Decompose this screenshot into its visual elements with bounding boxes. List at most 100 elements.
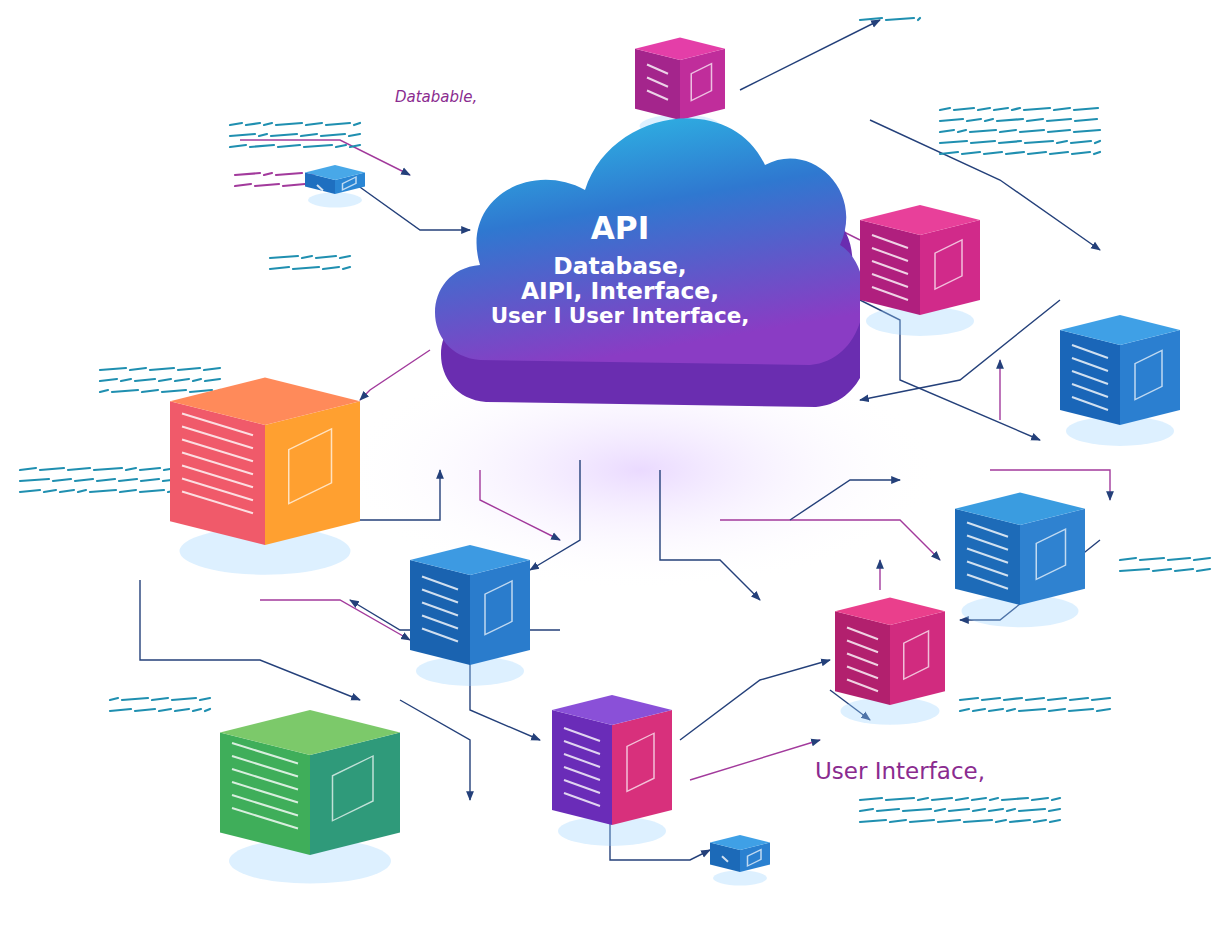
scribble-text bbox=[20, 18, 1210, 822]
scribble-stroke bbox=[1050, 820, 1060, 822]
scribble-stroke bbox=[1020, 130, 1044, 132]
scribble-stroke bbox=[283, 184, 305, 186]
scribble-stroke bbox=[112, 390, 138, 392]
scribble-stroke bbox=[989, 809, 1003, 811]
scribble-stroke bbox=[306, 123, 322, 125]
scribble-stroke bbox=[1007, 709, 1015, 711]
scribble-stroke bbox=[44, 490, 56, 492]
wire-arrow bbox=[660, 470, 760, 600]
scribble-stroke bbox=[235, 184, 251, 186]
cube-icon bbox=[1060, 315, 1180, 446]
scribble-stroke bbox=[910, 820, 934, 822]
scribble-stroke bbox=[141, 479, 159, 481]
scribble-stroke bbox=[142, 390, 158, 392]
scribble-stroke bbox=[259, 134, 267, 136]
scribble-stroke bbox=[1074, 130, 1100, 132]
scribble-stroke bbox=[119, 479, 137, 481]
scribble-stroke bbox=[354, 123, 360, 125]
scribble-stroke bbox=[159, 379, 171, 381]
scribble-stroke bbox=[940, 119, 963, 121]
scribble-stroke bbox=[1007, 809, 1015, 811]
wire-arrow bbox=[720, 520, 940, 560]
scribble-stroke bbox=[890, 820, 906, 822]
scribble-stroke bbox=[1072, 152, 1090, 154]
scribble-stroke bbox=[90, 490, 116, 492]
wires bbox=[140, 20, 1110, 860]
scribble-stroke bbox=[1032, 798, 1048, 800]
cloud-text: Database, bbox=[420, 254, 820, 279]
scribble-stroke bbox=[1000, 130, 1016, 132]
wire-arrow bbox=[530, 460, 580, 570]
scribble-stroke bbox=[1026, 698, 1044, 700]
scribble-stroke bbox=[316, 256, 336, 258]
cube-icon bbox=[552, 695, 672, 846]
scribble-stroke bbox=[1071, 141, 1091, 143]
scribble-stroke bbox=[140, 468, 160, 470]
scribble-stroke bbox=[1069, 709, 1093, 711]
wire-arrow bbox=[360, 350, 430, 400]
scribble-stroke bbox=[960, 709, 969, 711]
scribble-stroke bbox=[1168, 558, 1190, 560]
scribble-stroke bbox=[996, 820, 1006, 822]
scribble-stroke bbox=[100, 390, 108, 392]
label-text: Databable, bbox=[392, 88, 480, 106]
scribble-stroke bbox=[1034, 820, 1046, 822]
scribble-stroke bbox=[110, 698, 118, 700]
scribble-stroke bbox=[860, 809, 873, 811]
scribble-stroke bbox=[135, 379, 155, 381]
cubes bbox=[170, 38, 1180, 886]
wire-arrow bbox=[480, 470, 560, 540]
scribble-stroke bbox=[1175, 569, 1193, 571]
scribble-stroke bbox=[100, 368, 126, 370]
scribble-stroke bbox=[1075, 119, 1097, 121]
scribble-stroke bbox=[53, 479, 71, 481]
scribble-stroke bbox=[938, 820, 960, 822]
scribble-stroke bbox=[159, 709, 171, 711]
wire-arrow bbox=[690, 740, 820, 780]
scribble-stroke bbox=[1049, 709, 1065, 711]
scribble-stroke bbox=[1004, 698, 1022, 700]
scribble-stroke bbox=[302, 256, 312, 258]
scribble-stroke bbox=[958, 130, 966, 132]
scribble-stroke bbox=[860, 18, 882, 20]
scribble-stroke bbox=[971, 141, 995, 143]
scribble-stroke bbox=[100, 379, 117, 381]
scribble-stroke bbox=[122, 698, 148, 700]
scribble-stroke bbox=[276, 173, 302, 175]
scribble-stroke bbox=[68, 468, 90, 470]
scribble-stroke bbox=[130, 368, 146, 370]
cloud-text: AIPI, Interface, bbox=[420, 279, 820, 304]
wire-arrow bbox=[140, 580, 360, 700]
scribble-stroke bbox=[990, 798, 998, 800]
scribble-stroke bbox=[204, 368, 220, 370]
scribble-stroke bbox=[230, 134, 255, 136]
scribble-stroke bbox=[1024, 108, 1050, 110]
scribble-stroke bbox=[1070, 698, 1088, 700]
scribble-stroke bbox=[1019, 809, 1045, 811]
scribble-stroke bbox=[193, 709, 201, 711]
scribble-stroke bbox=[1027, 119, 1043, 121]
scribble-stroke bbox=[246, 123, 260, 125]
scribble-stroke bbox=[271, 134, 297, 136]
scribble-stroke bbox=[343, 267, 350, 269]
scribble-stroke bbox=[40, 468, 64, 470]
wire-arrow bbox=[740, 20, 880, 90]
scribble-stroke bbox=[1049, 809, 1060, 811]
scribble-stroke bbox=[984, 152, 1002, 154]
scribble-stroke bbox=[886, 18, 914, 20]
scribble-stroke bbox=[1095, 141, 1100, 143]
scribble-stroke bbox=[97, 479, 115, 481]
cloud-text: User I User Interface, bbox=[420, 304, 820, 327]
scribble-stroke bbox=[150, 368, 174, 370]
scribble-stroke bbox=[270, 256, 298, 258]
scribble-stroke bbox=[140, 490, 164, 492]
scribble-stroke bbox=[270, 267, 289, 269]
scribble-stroke bbox=[1074, 108, 1098, 110]
scribble-stroke bbox=[1140, 558, 1164, 560]
wire-arrow bbox=[680, 660, 830, 740]
scribble-stroke bbox=[932, 798, 952, 800]
scribble-stroke bbox=[935, 809, 945, 811]
scribble-stroke bbox=[1006, 152, 1024, 154]
scribble-stroke bbox=[301, 134, 317, 136]
